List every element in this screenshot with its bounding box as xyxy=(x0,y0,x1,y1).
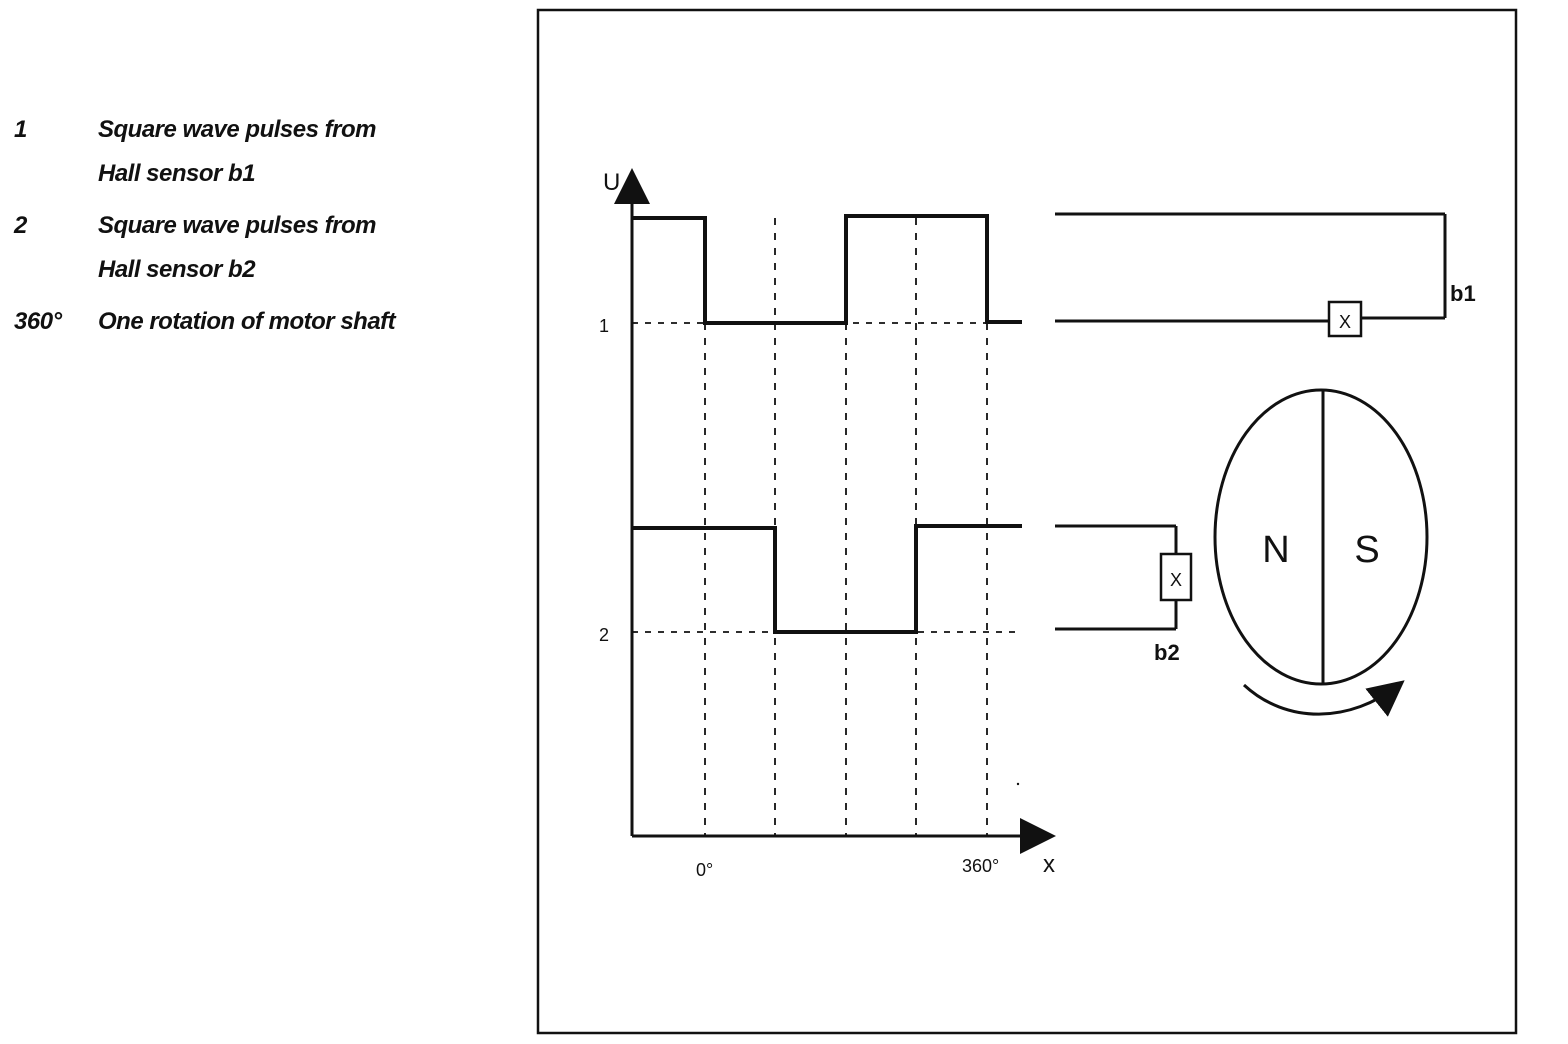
b1-sensor-box xyxy=(1327,300,1363,338)
rotation-arrow xyxy=(1242,680,1405,717)
signal1-level-label: 1 xyxy=(599,316,609,336)
legend: 1 Square wave pulses from Hall sensor b1… xyxy=(14,108,434,352)
x-tick-360-label: 360° xyxy=(962,856,999,876)
diagram-frame xyxy=(536,8,1518,1035)
signal2-waveform xyxy=(632,524,1022,634)
legend-key-2: 2 xyxy=(14,212,27,239)
legend-item-3: 360° One rotation of motor shaft xyxy=(14,300,434,344)
b1-label: b1 xyxy=(1450,281,1476,306)
signal1-waveform xyxy=(632,214,1022,325)
stray-dot xyxy=(1016,782,1020,786)
b1-sensor-symbol: X xyxy=(1339,312,1351,332)
rotor-magnet-outline xyxy=(1213,388,1429,686)
signal2-level-label: 2 xyxy=(599,625,609,645)
b2-sensor-symbol: X xyxy=(1170,570,1182,590)
legend-item-1: 1 Square wave pulses from Hall sensor b1 xyxy=(14,108,434,196)
north-pole-label: N xyxy=(1262,529,1289,571)
legend-key-3: 360° xyxy=(14,308,62,335)
south-pole-label: S xyxy=(1354,529,1379,571)
legend-key-1: 1 xyxy=(14,116,27,143)
legend-text-1: Square wave pulses from Hall sensor b1 xyxy=(98,116,376,187)
legend-text-2: Square wave pulses from Hall sensor b2 xyxy=(98,212,376,283)
x-axis-label: x xyxy=(1043,851,1055,878)
y-axis-label: U xyxy=(603,169,620,196)
legend-item-2: 2 Square wave pulses from Hall sensor b2 xyxy=(14,204,434,292)
b2-label: b2 xyxy=(1154,640,1180,665)
b2-sensor-box xyxy=(1159,552,1193,602)
legend-text-3: One rotation of motor shaft xyxy=(98,308,396,335)
x-tick-0-label: 0° xyxy=(696,860,713,880)
